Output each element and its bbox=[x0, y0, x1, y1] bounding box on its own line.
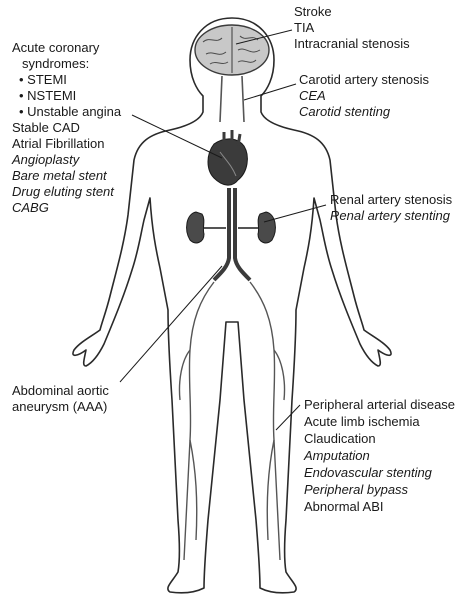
carotid-condition: Carotid artery stenosis bbox=[299, 72, 429, 88]
brain-condition-2: TIA bbox=[294, 20, 410, 36]
callout-legs: Peripheral arterial disease Acute limb i… bbox=[304, 396, 455, 515]
legs-condition-3: Claudication bbox=[304, 430, 455, 447]
brain-illustration bbox=[195, 25, 269, 75]
heart-bullet-3: • Unstable angina bbox=[12, 104, 121, 120]
brain-condition-3: Intracranial stenosis bbox=[294, 36, 410, 52]
callout-renal: Renal artery stenosis Renal artery stent… bbox=[330, 192, 452, 224]
heart-bullet-2: • NSTEMI bbox=[12, 88, 121, 104]
callout-aorta: Abdominal aortic aneurysm (AAA) bbox=[12, 383, 109, 415]
heart-condition-1: Stable CAD bbox=[12, 120, 121, 136]
carotid-treatment-2: Carotid stenting bbox=[299, 104, 429, 120]
callout-heart: Acute coronary syndromes: • STEMI • NSTE… bbox=[12, 40, 121, 216]
legs-treatment-1: Amputation bbox=[304, 447, 455, 464]
heart-treatment-2: Bare metal stent bbox=[12, 168, 121, 184]
callout-carotid: Carotid artery stenosis CEA Carotid sten… bbox=[299, 72, 429, 120]
legs-treatment-3: Peripheral bypass bbox=[304, 481, 455, 498]
heart-heading-1: Acute coronary bbox=[12, 40, 121, 56]
legs-final: Abnormal ABI bbox=[304, 498, 455, 515]
heart-treatment-1: Angioplasty bbox=[12, 152, 121, 168]
legs-treatment-2: Endovascular stenting bbox=[304, 464, 455, 481]
heart-condition-2: Atrial Fibrillation bbox=[12, 136, 121, 152]
aorta-condition-1: Abdominal aortic bbox=[12, 383, 109, 399]
brain-condition-1: Stroke bbox=[294, 4, 410, 20]
heart-heading-2: syndromes: bbox=[12, 56, 121, 72]
renal-condition: Renal artery stenosis bbox=[330, 192, 452, 208]
callout-brain: Stroke TIA Intracranial stenosis bbox=[294, 4, 410, 52]
heart-bullet-1: • STEMI bbox=[12, 72, 121, 88]
heart-treatment-3: Drug eluting stent bbox=[12, 184, 121, 200]
renal-treatment: Renal artery stenting bbox=[330, 208, 452, 224]
carotid-treatment-1: CEA bbox=[299, 88, 429, 104]
aorta-condition-2: aneurysm (AAA) bbox=[12, 399, 109, 415]
legs-condition-1: Peripheral arterial disease bbox=[304, 396, 455, 413]
legs-condition-2: Acute limb ischemia bbox=[304, 413, 455, 430]
heart-treatment-4: CABG bbox=[12, 200, 121, 216]
